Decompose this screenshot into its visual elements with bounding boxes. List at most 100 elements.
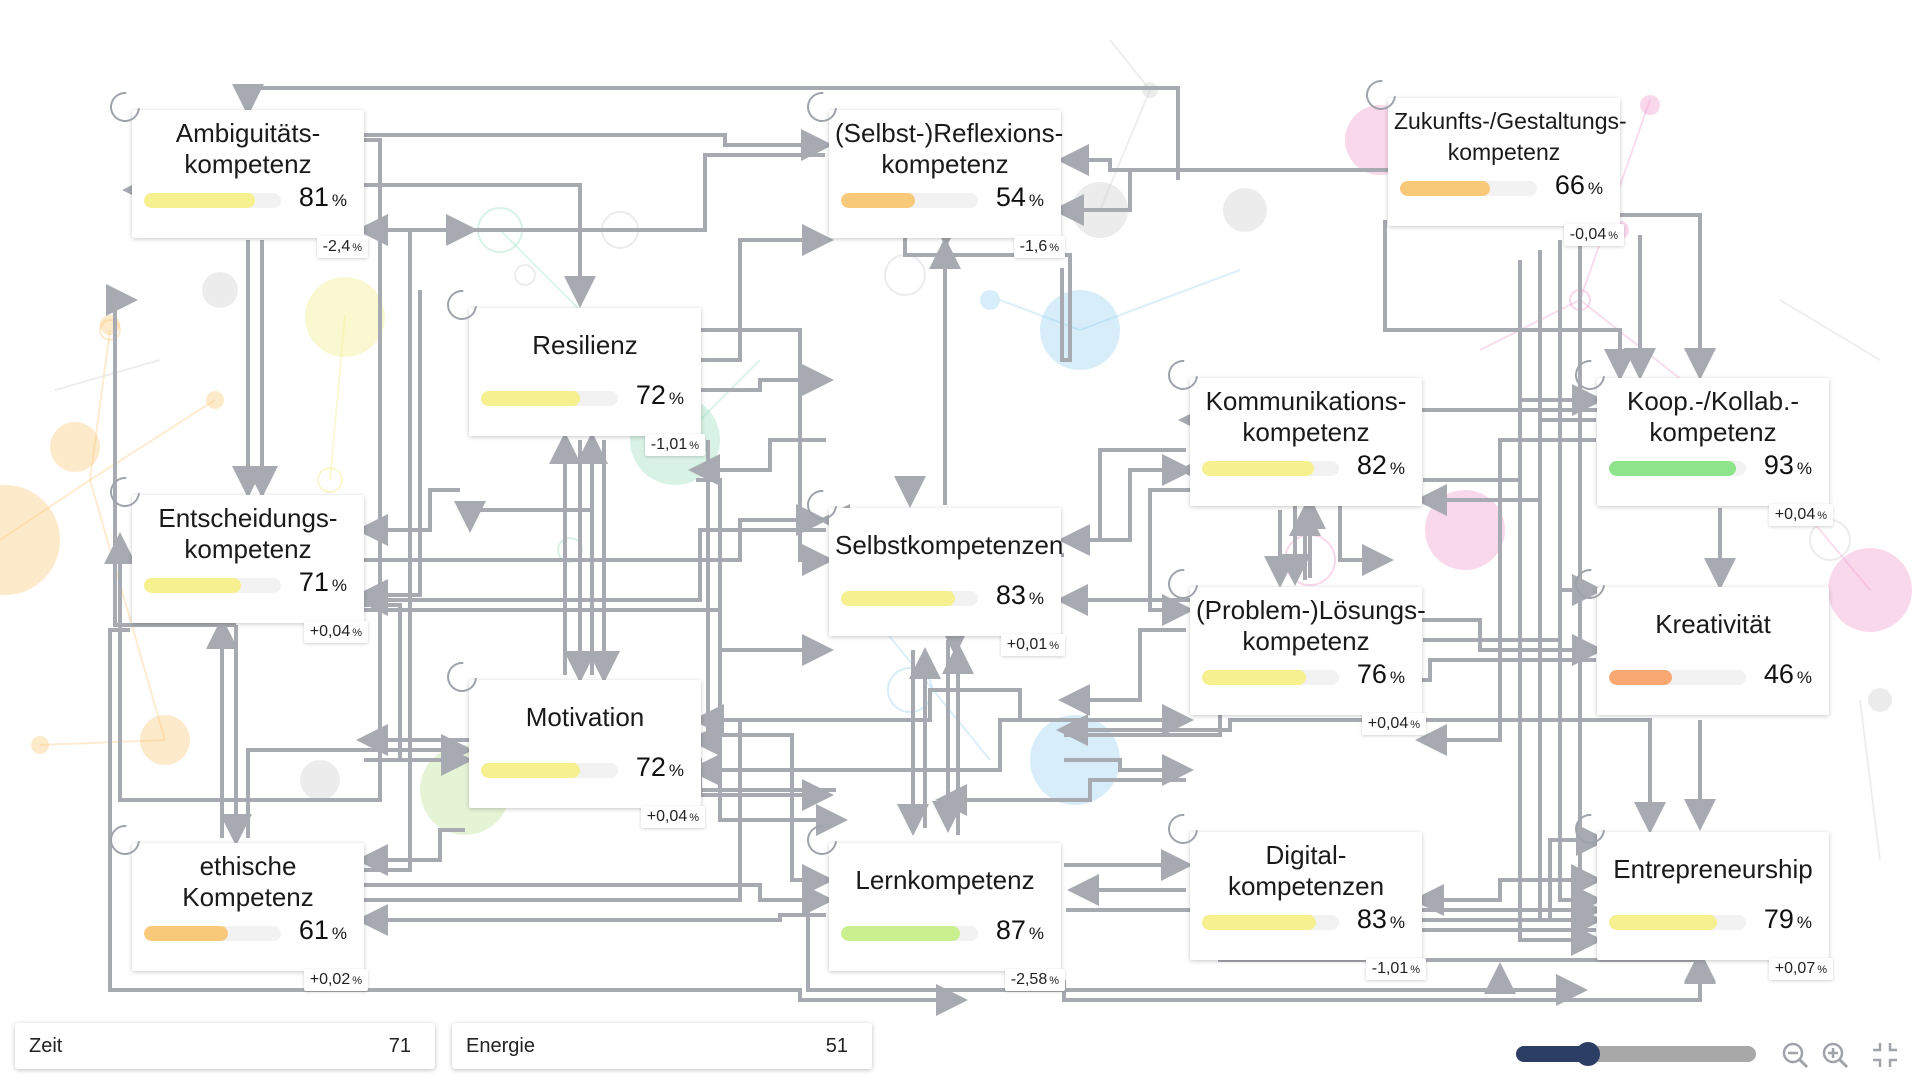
node-title-line: Motivation <box>525 702 645 732</box>
connection-edge <box>1383 220 1636 381</box>
zeit-parameter[interactable]: Zeit 71 <box>15 1023 435 1069</box>
background-link <box>89 479 166 741</box>
node-title-line: kompetenz <box>1242 626 1370 656</box>
delta-value: +0,07 <box>1774 960 1816 977</box>
background-link <box>1859 699 1881 861</box>
background-link <box>89 329 111 481</box>
connection-edge <box>1412 878 1600 916</box>
node-title: (Selbst-)Reflexions-kompetenz <box>835 118 1064 180</box>
connection-edge <box>696 224 834 362</box>
background-bubble <box>50 422 100 472</box>
percent-unit: % <box>1796 668 1812 687</box>
connection-edge <box>1148 488 1194 626</box>
energie-label: Energie <box>466 1035 535 1057</box>
background-bubble <box>317 467 343 493</box>
delta-badge: +0,04% <box>1361 713 1426 735</box>
node-title: Zukunfts-/Gestaltungs-kompetenz <box>1394 106 1627 168</box>
background-link <box>1479 299 1581 351</box>
percent-value: 93% <box>1764 450 1812 481</box>
node-title: Digital-kompetenzen <box>1196 840 1416 902</box>
energie-parameter[interactable]: Energie 51 <box>452 1023 872 1069</box>
connection-edge <box>935 778 1186 816</box>
progress-bar-fill <box>481 763 580 778</box>
node-title-line: (Selbst-)Reflexions- <box>835 118 1064 148</box>
background-bubble <box>99 319 121 341</box>
node-title-line: Kreativität <box>1655 609 1771 639</box>
percent-unit: % <box>668 761 684 780</box>
connection-edge <box>1423 574 1604 642</box>
node-title-line: Entrepreneurship <box>1613 854 1813 884</box>
zoom-in-icon[interactable] <box>1820 1040 1850 1070</box>
delta-badge: -2,58% <box>1004 969 1065 991</box>
percent-number: 83 <box>1356 904 1387 934</box>
progress-bar <box>1202 461 1339 476</box>
node-title-line: (Problem-)Lösungs- <box>1196 595 1426 625</box>
connection-edge <box>1058 628 1186 716</box>
zoom-slider-handle[interactable] <box>1576 1042 1600 1066</box>
node-title-line: kompetenz <box>881 149 1009 179</box>
node-title-line: Kompetenz <box>182 882 314 912</box>
zoom-out-icon[interactable] <box>1780 1040 1810 1070</box>
progress-bar <box>481 391 618 406</box>
collapse-icon[interactable] <box>1870 1040 1900 1070</box>
percent-unit: % <box>1028 191 1044 210</box>
background-link <box>39 739 166 746</box>
percent-unit: % <box>1028 924 1044 943</box>
node-title: Lernkompetenz <box>835 865 1055 896</box>
percent-value: 66% <box>1555 170 1603 201</box>
progress-bar <box>1202 670 1339 685</box>
delta-value: +0,04 <box>646 808 688 825</box>
node-title-line: kompetenz <box>184 534 312 564</box>
progress-bar <box>1400 181 1537 196</box>
connection-edge <box>1571 230 1603 896</box>
delta-value: -2,4 <box>322 238 351 255</box>
background-bubble <box>0 485 60 595</box>
node-title-line: kompetenz <box>184 149 312 179</box>
percent-value: 83% <box>1357 904 1405 935</box>
node-title-line: Ambiguitäts- <box>175 118 321 148</box>
percent-unit: % <box>1796 459 1812 478</box>
node-title-line: kompetenzen <box>1227 871 1385 901</box>
zoom-slider[interactable] <box>1516 1042 1756 1066</box>
node-title: Entscheidungs-kompetenz <box>138 503 358 565</box>
background-link <box>54 359 161 391</box>
percent-value: 46% <box>1764 659 1812 690</box>
delta-value: -1,01 <box>650 436 688 453</box>
percent-number: 79 <box>1763 904 1794 934</box>
node-title: (Problem-)Lösungs-kompetenz <box>1196 595 1426 657</box>
delta-value: -0,04 <box>1569 226 1607 243</box>
connection-edge <box>696 688 1194 736</box>
connection-edge <box>688 718 1186 786</box>
percent-number: 82 <box>1356 450 1387 480</box>
delta-unit: % <box>1817 510 1827 522</box>
background-link <box>1099 89 1151 211</box>
connection-edge <box>356 488 460 546</box>
connection-edge <box>104 138 382 802</box>
progress-bar-fill <box>144 926 228 941</box>
delta-badge: -1,01% <box>1365 958 1426 980</box>
delta-unit: % <box>1410 719 1420 731</box>
percent-unit: % <box>1587 179 1603 198</box>
node-card-kreativitaet[interactable]: Kreativität 46% <box>1568 562 1829 715</box>
delta-unit: % <box>352 242 362 254</box>
delta-unit: % <box>1410 964 1420 976</box>
background-bubble <box>1828 548 1912 632</box>
connection-edge <box>1058 448 1186 556</box>
percent-value: 83% <box>996 580 1044 611</box>
progress-bar <box>841 926 978 941</box>
